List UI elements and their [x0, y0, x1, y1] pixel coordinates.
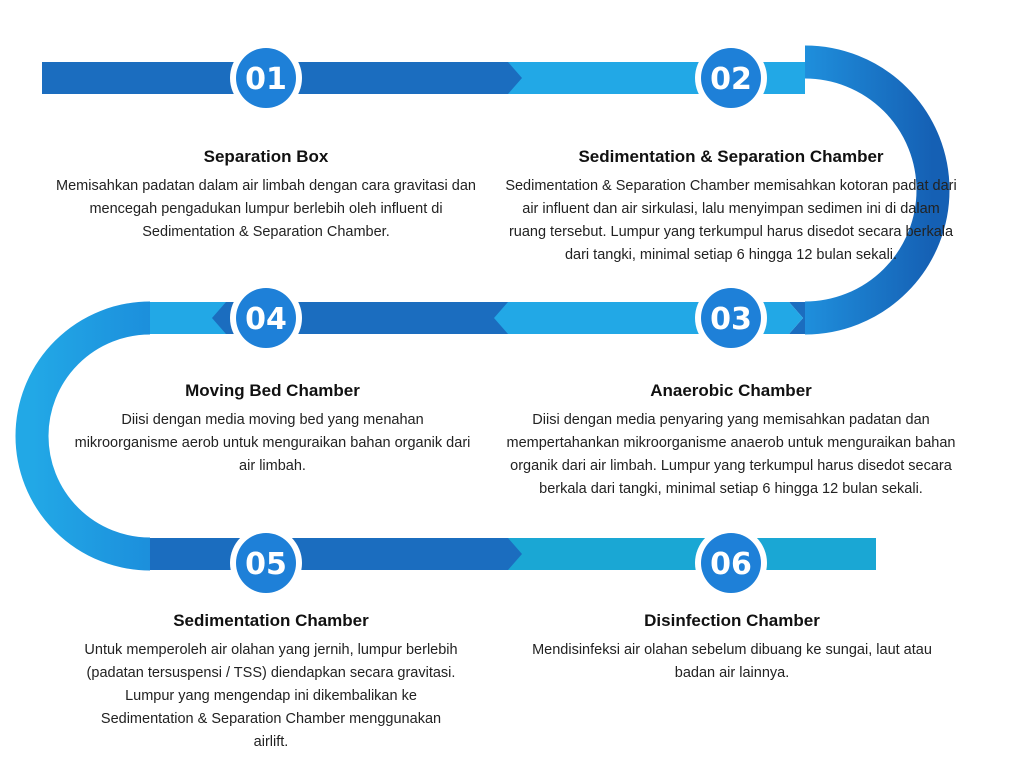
step-number-04: 04: [245, 302, 287, 337]
step-06-block: Disinfection Chamber Mendisinfeksi air o…: [520, 611, 944, 685]
step-badge-06: 06: [695, 527, 767, 599]
arrow-segment-7: [150, 538, 536, 570]
step-number-06: 06: [710, 547, 752, 582]
step-06-description: Mendisinfeksi air olahan sebelum dibuang…: [532, 642, 932, 681]
step-badge-02: 02: [695, 42, 767, 114]
step-number-05: 05: [245, 547, 287, 582]
row-1-path: [42, 62, 805, 94]
step-04-description: Diisi dengan media moving bed yang menah…: [74, 412, 471, 474]
step-05-description: Untuk memperoleh air olahan yang jernih,…: [84, 642, 458, 750]
step-badge-01: 01: [230, 42, 302, 114]
step-01-block: Separation Box Memisahkan padatan dalam …: [50, 147, 482, 244]
arrow-segment-8: [508, 538, 876, 570]
step-03-description: Diisi dengan media penyaring yang memisa…: [506, 412, 956, 497]
step-01-title: Separation Box: [203, 147, 329, 166]
arrow-segment-6: [150, 302, 226, 334]
step-badge-05: 05: [230, 527, 302, 599]
step-badge-04: 04: [230, 282, 302, 354]
step-02-block: Sedimentation & Separation Chamber Sedim…: [505, 147, 957, 267]
step-01-description: Memisahkan padatan dalam air limbah deng…: [56, 178, 476, 240]
right-curve: [804, 45, 950, 335]
step-04-block: Moving Bed Chamber Diisi dengan media mo…: [70, 381, 475, 478]
step-number-01: 01: [245, 62, 287, 97]
step-02-description: Sedimentation & Separation Chamber memis…: [505, 178, 957, 263]
step-number-02: 02: [710, 62, 752, 97]
step-06-title: Disinfection Chamber: [644, 611, 820, 630]
step-02-title: Sedimentation & Separation Chamber: [578, 147, 884, 166]
arrow-segment-3: [789, 302, 805, 334]
step-05-block: Sedimentation Chamber Untuk memperoleh a…: [82, 611, 460, 754]
step-03-title: Anaerobic Chamber: [650, 381, 812, 400]
step-number-03: 03: [710, 302, 752, 337]
step-05-title: Sedimentation Chamber: [173, 611, 369, 630]
left-curve: [15, 301, 151, 571]
step-03-block: Anaerobic Chamber Diisi dengan media pen…: [505, 381, 957, 501]
step-badge-03: 03: [695, 282, 767, 354]
step-04-title: Moving Bed Chamber: [185, 381, 360, 400]
